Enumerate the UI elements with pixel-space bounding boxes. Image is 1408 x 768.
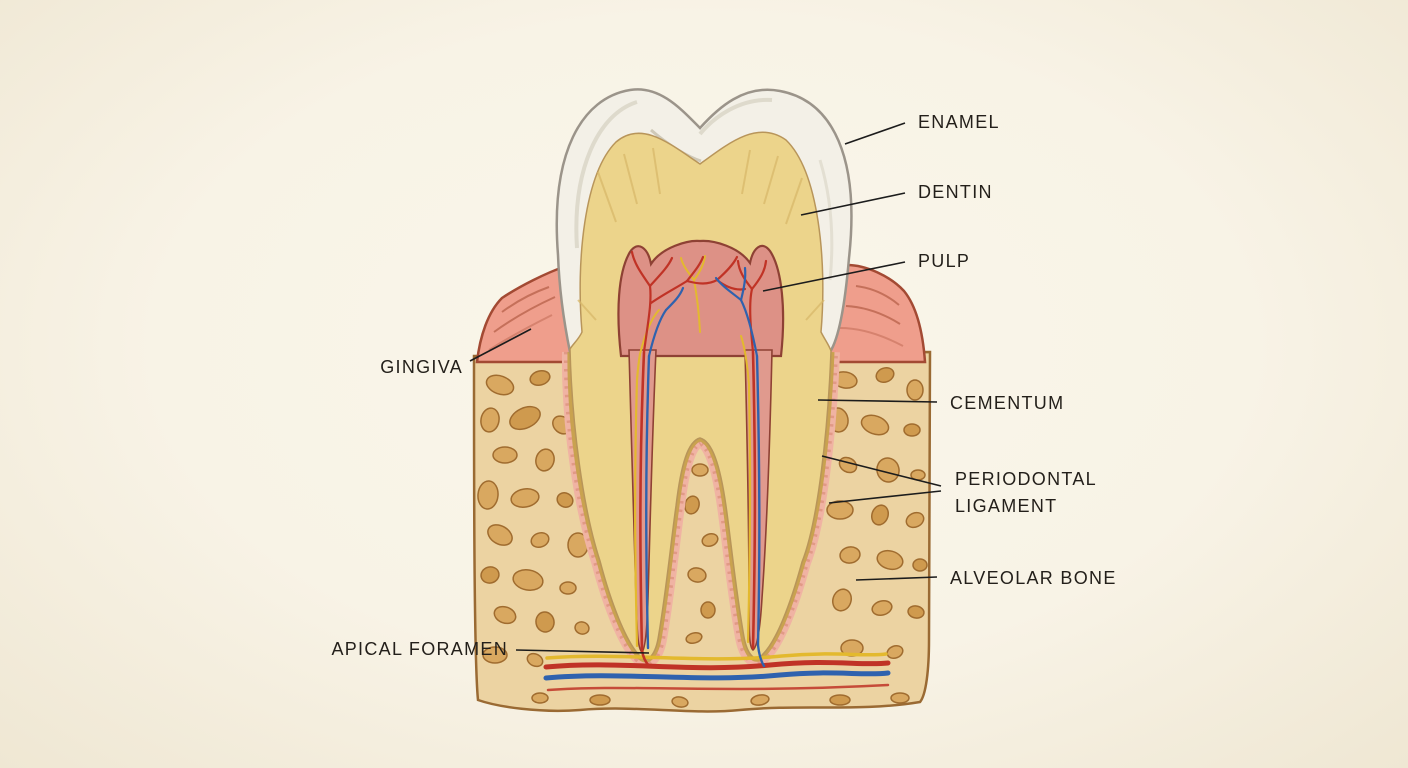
artery-red-vessels [543,250,891,692]
leader-lines [469,122,942,654]
leader-periodontal-2 [828,490,942,504]
pulp-region [617,239,785,358]
vein-blue-vessels [543,266,891,681]
label-pulp: PULP [918,251,971,271]
leader-gingiva [469,328,532,362]
label-periodontal-ligament: PERIODONTAL LIGAMENT [955,469,1097,516]
leader-pulp [762,261,906,292]
label-cementum: CEMENTUM [950,393,1065,413]
leader-cementum [817,399,938,403]
leader-apical-foramen [515,649,650,654]
label-gingiva: GINGIVA [380,357,463,377]
gingiva-left-striations [488,286,556,351]
nerve-yellow-vessels [545,255,888,661]
leader-dentin [800,192,906,216]
label-apical-foramen: APICAL FORAMEN [331,639,508,659]
leader-periodontal-1 [821,455,942,487]
dentin-striations [577,147,825,321]
label-enamel: ENAMEL [918,112,1000,132]
label-alveolar-bone: ALVEOLAR BONE [950,568,1117,588]
leader-enamel [844,122,906,145]
label-dentin: DENTIN [918,182,993,202]
gingiva-right-striations [839,285,904,347]
leader-alveolar-bone [855,576,938,581]
